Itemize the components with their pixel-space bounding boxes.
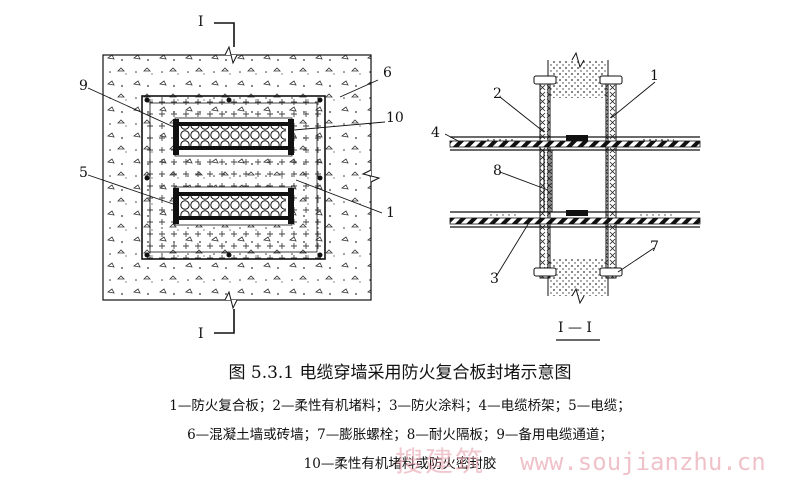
plan-label-1: 1 (386, 205, 395, 221)
section-cut-bottom: I (198, 309, 235, 342)
section-view-title: I — I (558, 320, 592, 336)
plan-view: I I 9 5 6 10 1 (79, 14, 404, 342)
section-label-8: 8 (493, 163, 502, 179)
section-cut-top: I (198, 14, 235, 47)
section-view: 1 2 4 8 3 7 I — I (431, 51, 701, 341)
svg-text:I: I (198, 14, 204, 30)
break-mark-top (224, 45, 238, 65)
plan-leaders (87, 79, 386, 214)
board-inner-edge (149, 102, 318, 253)
plan-label-6: 6 (383, 65, 392, 81)
composite-board-right (605, 79, 617, 279)
fire-resistant-partition (543, 149, 553, 213)
figure-caption: 图 5.3.1 电缆穿墙采用防火复合板封堵示意图 (228, 363, 572, 383)
section-label-1: 1 (650, 68, 659, 84)
section-bolts (533, 75, 623, 277)
legend-line-2: 6—混凝土墙或砖墙；7—膨胀螺栓；8—耐火隔板；9—备用电缆通道； (187, 427, 613, 443)
cable-tray-lower (173, 186, 294, 226)
break-mark-bottom (224, 290, 238, 310)
section-tray-lower (449, 210, 701, 228)
break-mark-right (361, 169, 381, 183)
technical-drawing: I I 9 5 6 10 1 (79, 14, 701, 342)
expansion-bolts (144, 97, 323, 258)
watermark-url: www.soujianzhu.cn (520, 448, 766, 476)
watermark-cn: 搜建筑 (395, 445, 486, 478)
cable-tray-upper (173, 117, 294, 157)
section-leaders (444, 81, 656, 276)
plan-label-5: 5 (79, 165, 88, 181)
plan-label-10: 10 (386, 110, 404, 126)
legend-line-3: 10—柔性有机堵料或防火密封胶 (303, 456, 497, 472)
plan-label-9: 9 (79, 78, 88, 94)
section-label-3: 3 (490, 271, 499, 287)
legend-line-1: 1—防火复合板；2—柔性有机堵料；3—防火涂料；4—电缆桥架；5—电缆； (169, 398, 631, 414)
section-label-4: 4 (431, 125, 440, 141)
wall-section-bottom (550, 258, 606, 296)
section-label-2: 2 (493, 86, 502, 102)
wall-section-top (550, 60, 606, 98)
section-tray-upper (449, 135, 701, 151)
section-label-7: 7 (650, 239, 659, 255)
svg-text:I: I (198, 326, 204, 342)
